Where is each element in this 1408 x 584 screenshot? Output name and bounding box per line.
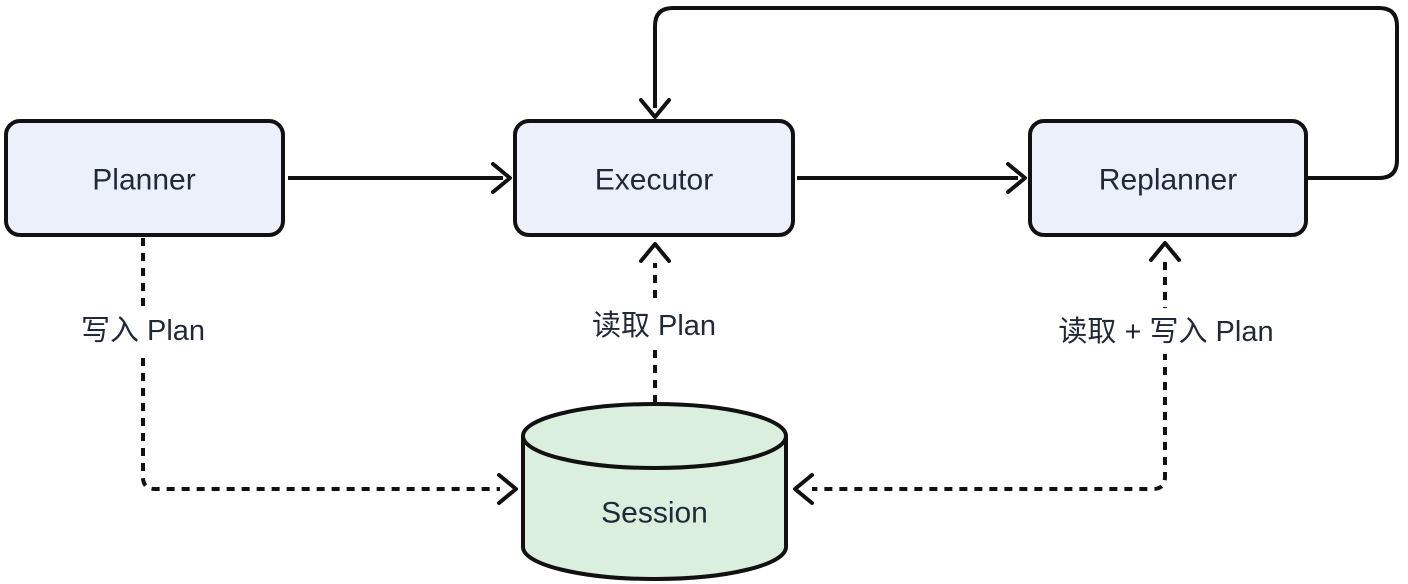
arrowhead-down-icon [639,98,671,119]
edge-planner-executor [288,162,512,194]
node-planner: Planner [4,119,285,237]
node-executor: Executor [513,119,795,237]
session-cylinder-top [521,402,788,470]
planner-box [4,119,285,237]
session-label: Session [601,497,708,530]
edge-label-write-plan: 写入 Plan [78,307,208,353]
edge-label-bg [78,307,208,353]
replanner-box [1028,119,1308,237]
arrowhead-right-icon [1006,162,1027,194]
arrowhead-up-icon [639,242,671,263]
executor-box [513,119,795,237]
replanner-label: Replanner [1099,164,1237,197]
executor-label: Executor [595,164,713,197]
node-session: Session [521,402,788,581]
edge-label-text: 读取 Plan [592,309,716,342]
edge-label-read-plan: 读取 Plan [589,302,719,348]
edge-line [812,262,1167,491]
edge-label-text: 写入 Plan [81,315,205,347]
edge-planner-session [141,238,518,505]
edge-replanner-executor-loop [639,6,1399,180]
edge-label-read-write-plan: 读取 + 写入 Plan [1058,308,1274,354]
edge-label-bg [1058,308,1274,354]
arrowhead-up-icon [1149,241,1181,262]
edge-replanner-session [793,241,1181,505]
session-cylinder-body [521,436,788,581]
node-replanner: Replanner [1028,119,1308,237]
edge-executor-replanner [797,162,1027,194]
edge-line [653,6,1399,180]
edge-label-bg [589,302,719,348]
arrowhead-left-icon [793,473,814,505]
arrowhead-right-icon [497,473,518,505]
edge-line [141,238,500,491]
edge-label-text: 读取 + 写入 Plan [1058,315,1273,348]
planner-label: Planner [92,164,195,197]
edge-session-executor [639,242,671,403]
arrowhead-right-icon [491,162,512,194]
